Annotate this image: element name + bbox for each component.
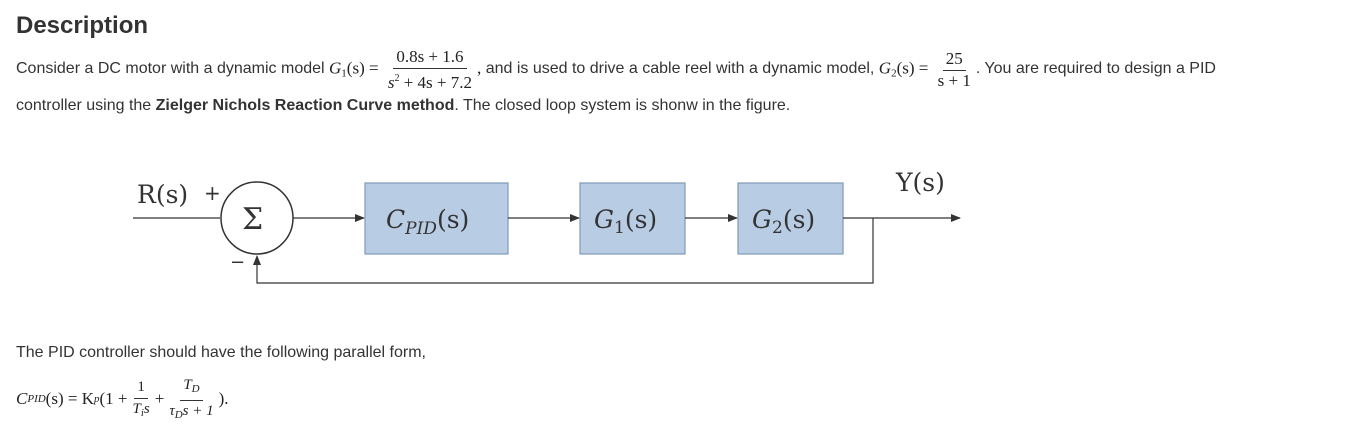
section-title: Description [16,12,149,39]
g2-fraction: 25 s + 1 [935,49,974,90]
intro-line-1: Consider a DC motor with a dynamic model… [16,44,1216,94]
pid-eq-f2-tau: τ [169,402,175,419]
pid-eq-close: ). [218,389,229,408]
input-label: R(s) [137,180,188,209]
pid-arg: (s) [437,205,469,234]
pid-eq-f2-den: τDs + 1 [166,401,216,424]
intro-text-4: controller using the [16,97,156,114]
g1-numerator: 0.8s + 1.6 [393,47,467,69]
pid-eq-kp-sub: p [93,393,100,405]
pid-form-text: The PID controller should have the follo… [16,344,426,361]
pid-eq-fraction-2: TD τDs + 1 [166,375,216,424]
g2-equation: G2(s) = 25 s + 1 [879,49,976,90]
pid-eq-f2-den-rest: s + 1 [182,402,214,419]
g1-den-rest: + 4s + 7.2 [399,72,472,92]
pid-eq-open: (1 + [99,389,128,408]
pid-eq-sub: PID [27,393,46,405]
sum-symbol: Σ [242,202,263,237]
g1-block-sub: 1 [614,218,625,238]
g1-block-arg: (s) [625,205,657,234]
pid-eq-f2-num: TD [180,375,203,401]
pid-eq-f2-t: T [183,376,192,393]
pid-block-label: CPID(s) [386,205,469,239]
pid-sub: PID [404,219,437,239]
pid-eq-f1-t: T [132,400,141,417]
pid-eq-f1-num: 1 [134,377,148,399]
minus-sign: − [230,252,245,273]
method-name: Zielger Nichols Reaction Curve method [155,97,455,114]
g2-block-arg: (s) [783,205,815,234]
pid-eq-f1-sub: i [140,406,144,419]
g2-block [737,182,844,255]
pid-eq-c: C [16,389,28,408]
block-diagram: R(s) + Σ − CPID(s) G1(s) G2(s) Y(s) [133,168,961,284]
g2-arg: (s) = [896,57,929,77]
g1-arg: (s) = [346,57,379,77]
pid-eq-f2-den-sub: D [174,408,183,421]
intro-text-1: Consider a DC motor with a dynamic model [16,60,330,77]
pid-eq-f1-s: s [143,400,150,417]
g1-block-g: G [594,205,614,234]
feedback-path [253,218,874,284]
pid-eq-plus: + [154,389,165,408]
g2-block-label: G2(s) [752,205,815,238]
g1-fraction: 0.8s + 1.6 s2 + 4s + 7.2 [385,47,475,92]
pid-eq-f1-den: Tis [129,399,152,422]
g2-numerator: 25 [942,49,966,71]
g1-comma: , [477,57,482,77]
intro-text-5: . The closed loop system is shonw in the… [454,97,791,114]
g2-subscript: 2 [891,66,897,79]
g2-symbol: G [878,57,892,77]
plus-sign: + [204,181,221,205]
output-label: Y(s) [895,168,945,197]
g1-den-sup: 2 [394,72,400,84]
intro-text-3: . You are required to design a PID [975,60,1216,77]
g1-denominator: s2 + 4s + 7.2 [385,69,475,92]
g1-block-label: G1(s) [594,205,657,238]
pid-eq-fraction-1: 1 Tis [129,377,152,422]
g1-equation: G1(s) = 0.8s + 1.6 s2 + 4s + 7.2 , [329,47,481,92]
g2-block-g: G [752,205,772,234]
intro-text-2: and is used to drive a cable reel with a… [481,60,879,77]
g2-denominator: s + 1 [937,70,971,90]
pid-eq-f2-num-sub: D [191,382,200,395]
g1-symbol: G [329,57,342,77]
intro-line-2: controller using the Zielger Nichols Rea… [16,97,790,115]
g1-subscript: 1 [341,66,347,79]
g1-den-s: s [387,72,395,92]
pid-c: C [386,205,405,234]
g2-block-sub: 2 [772,218,783,238]
pid-eq-lhs-arg: (s) = K [45,389,94,408]
